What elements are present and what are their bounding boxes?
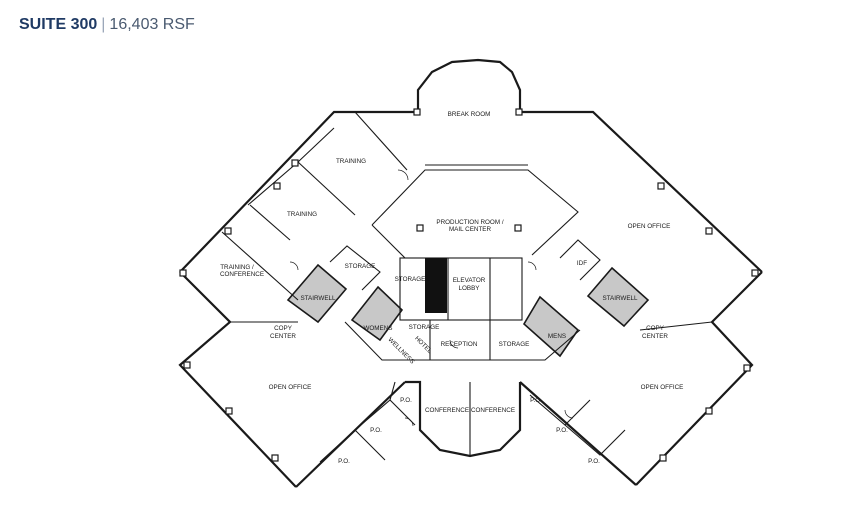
structural-columns: [179, 108, 759, 462]
label-break-room: BREAK ROOM: [448, 111, 491, 118]
suite-number: SUITE 300: [19, 16, 98, 33]
label-po-2: P.O.: [370, 427, 382, 434]
label-conference-1: CONFERENCE: [425, 407, 469, 414]
label-wellness: WELLNESS: [386, 336, 415, 365]
label-stairwell-east: STAIRWELL: [602, 295, 638, 302]
label-training-conference-line2: CONFERENCE: [220, 271, 264, 278]
label-elevator-lobby-line1: ELEVATOR: [453, 277, 486, 284]
outer-walls: [178, 58, 763, 488]
label-mens-restroom: MENS: [548, 333, 566, 340]
label-training-1: TRAINING: [336, 158, 366, 165]
mens-restroom-fill: [522, 295, 580, 358]
suite-area: 16,403 RSF: [109, 16, 195, 33]
label-elevator-lobby-line2: LOBBY: [459, 285, 481, 292]
label-po-1: P.O.: [400, 397, 412, 404]
label-storage-se: STORAGE: [499, 341, 530, 348]
stairwell-west-fill: [286, 263, 348, 324]
label-po-5: P.O.: [556, 427, 568, 434]
door-swings: [289, 169, 574, 427]
label-conference-2: CONFERENCE: [471, 407, 515, 414]
label-copy-center-west-line2: CENTER: [270, 333, 296, 340]
title-separator: |: [101, 16, 106, 33]
label-production-room-line1: PRODUCTION ROOM /: [436, 219, 503, 226]
label-reception: RECEPTION: [441, 341, 478, 348]
label-storage-west: STORAGE: [345, 263, 376, 270]
label-copy-center-west-line1: COPY: [274, 325, 293, 332]
label-po-6: P.O.: [588, 458, 600, 465]
label-womens-restroom: WOMENS: [363, 325, 392, 332]
label-production-room-line2: MAIL CENTER: [449, 226, 492, 233]
label-open-office-e: OPEN OFFICE: [641, 384, 684, 391]
womens-restroom-fill: [350, 285, 404, 342]
label-open-office-ne: OPEN OFFICE: [628, 223, 671, 230]
label-copy-center-east-line1: COPY: [646, 325, 665, 332]
label-stairwell-west: STAIRWELL: [300, 295, 336, 302]
label-open-office-w: OPEN OFFICE: [269, 384, 312, 391]
label-idf: IDF: [577, 260, 587, 267]
page-title: SUITE 300|16,403 RSF: [19, 14, 195, 36]
stairwell-east-fill: [586, 266, 650, 328]
label-storage-mid: STORAGE: [409, 324, 440, 331]
label-training-2: TRAINING: [287, 211, 317, 218]
label-po-3: P.O.: [338, 458, 350, 465]
label-storage-lobby: STORAGE: [395, 276, 426, 283]
label-po-4: P.O.: [530, 397, 542, 404]
label-training-conference-line1: TRAINING /: [220, 264, 254, 271]
label-copy-center-east-line2: CENTER: [642, 333, 668, 340]
